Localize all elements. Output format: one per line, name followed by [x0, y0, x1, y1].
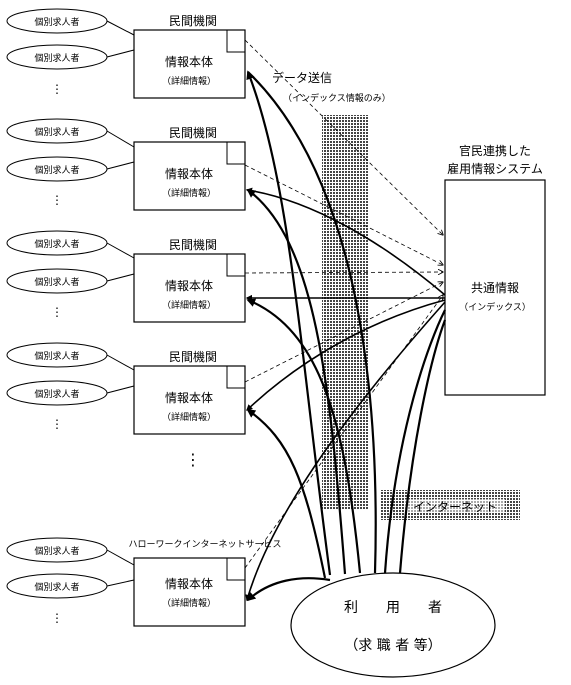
info-body-label: 情報本体 [165, 577, 213, 591]
common-index-label: （インデックス） [459, 301, 531, 313]
user-sub-label: （求 職 者 等） [344, 637, 441, 654]
agency-label: 民間機関 [169, 125, 217, 140]
applicant-label: 個別求人者 [34, 52, 79, 64]
applicant-label: 個別求人者 [34, 276, 79, 288]
info-box: 情報本体 （詳細情報） [133, 29, 246, 99]
info-body-label: 情報本体 [165, 55, 213, 69]
common-info-box: 共通情報 （インデックス） [444, 179, 546, 396]
ellipsis-dots: ⋮ [51, 611, 63, 625]
data-send-label: データ送信 [272, 70, 332, 85]
applicant-ellipses: 個別求人者 個別求人者 ⋮ 個別求人者 個別求人者 ⋮ 個別求人者 個別求人者 … [6, 8, 108, 625]
applicant-connectors [106, 20, 135, 587]
info-body-label: 情報本体 [165, 279, 213, 293]
applicant-group-5: 個別求人者 個別求人者 ⋮ [6, 537, 108, 625]
info-body-label: 情報本体 [165, 167, 213, 181]
agency-labels: 民間機関 民間機関 民間機関 民間機関 ハローワークインターネットサービス [128, 13, 281, 550]
info-detail-label: （詳細情報） [162, 75, 216, 87]
applicant-group-4: 個別求人者 個別求人者 ⋮ [6, 342, 108, 431]
ellipsis-dots: ⋮ [51, 193, 63, 207]
info-box: 情報本体 （詳細情報） [133, 365, 246, 435]
applicant-label: 個別求人者 [34, 238, 79, 250]
info-box-hellowork: 情報本体 （詳細情報） [133, 557, 246, 627]
applicant-label: 個別求人者 [34, 16, 79, 28]
agency-label: 民間機関 [169, 349, 217, 364]
applicant-label: 個別求人者 [34, 545, 79, 557]
common-info-label: 共通情報 [471, 281, 519, 295]
info-box: 情報本体 （詳細情報） [133, 141, 246, 211]
agency-label: 民間機関 [169, 13, 217, 28]
info-boxes: 情報本体 （詳細情報） 情報本体 （詳細情報） 情報本体 （詳細情報） 情報本体… [133, 29, 246, 627]
system-title-2: 雇用情報システム [447, 161, 543, 176]
info-detail-label: （詳細情報） [162, 299, 216, 311]
applicant-label: 個別求人者 [34, 581, 79, 593]
system-title-1: 官民連携した [459, 143, 531, 158]
user-ellipse: 利 用 者 （求 職 者 等） [290, 572, 496, 678]
user-label: 利 用 者 [344, 600, 442, 616]
info-detail-label: （詳細情報） [162, 187, 216, 199]
applicant-label: 個別求人者 [34, 350, 79, 362]
internet-label: インターネット [413, 500, 497, 514]
hellowork-service-label: ハローワークインターネットサービス [128, 539, 281, 550]
applicant-label: 個別求人者 [34, 388, 79, 400]
ellipsis-dots: ⋮ [51, 417, 63, 431]
applicant-label: 個別求人者 [34, 164, 79, 176]
index-only-label: （インデックス情報のみ） [283, 92, 391, 104]
info-detail-label: （詳細情報） [162, 411, 216, 423]
applicant-group-2: 個別求人者 個別求人者 ⋮ [6, 118, 108, 207]
applicant-group-1: 個別求人者 個別求人者 ⋮ [6, 8, 108, 96]
info-detail-label: （詳細情報） [162, 597, 216, 609]
info-body-label: 情報本体 [165, 391, 213, 405]
ellipsis-dots: ⋮ [185, 450, 201, 469]
agency-label: 民間機関 [169, 237, 217, 252]
info-box: 情報本体 （詳細情報） [133, 253, 246, 323]
user-access-lines [246, 70, 447, 602]
ellipsis-dots: ⋮ [51, 305, 63, 319]
applicant-group-3: 個別求人者 個別求人者 ⋮ [6, 230, 108, 319]
ellipsis-dots: ⋮ [51, 82, 63, 96]
applicant-label: 個別求人者 [34, 126, 79, 138]
